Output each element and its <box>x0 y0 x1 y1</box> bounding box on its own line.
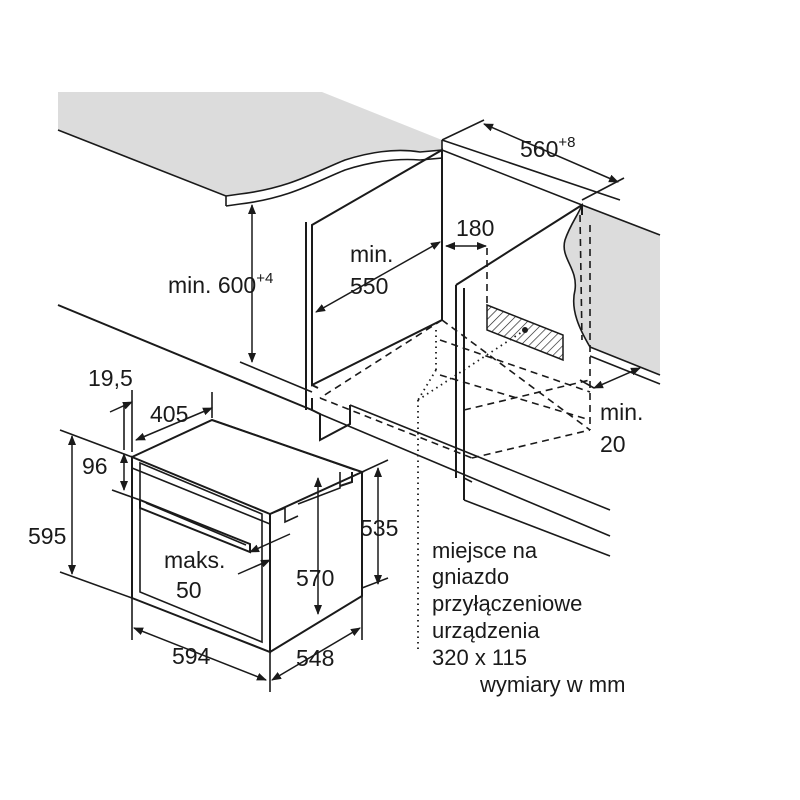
cabinet-height-label: min. 600+4 <box>168 270 273 298</box>
handle-label-line2: 50 <box>176 577 202 603</box>
oven-depth-label: 548 <box>296 645 334 671</box>
top-offset-label: 96 <box>82 453 108 479</box>
oven <box>131 418 365 654</box>
cabinet-depth-label-line1: min. <box>350 241 393 267</box>
front-depth-label: 405 <box>150 401 188 427</box>
oven-width-label: 594 <box>172 643 211 669</box>
socket-note-line: gniazdo <box>432 564 509 589</box>
cabinet-depth-label-line2: 550 <box>350 273 388 299</box>
socket-area <box>417 248 564 650</box>
body-height-label: 570 <box>296 565 334 591</box>
socket-offset-label: 180 <box>456 215 494 241</box>
side-height-label: 535 <box>360 515 398 541</box>
socket-note-line: miejsce na <box>432 538 538 563</box>
countertop-right <box>563 204 661 385</box>
oven-height-label: 595 <box>28 523 66 549</box>
dimension-lines <box>59 119 641 692</box>
socket-note-line: urządzenia <box>432 618 540 643</box>
socket-note-line: przyłączeniowe <box>432 591 582 616</box>
hidden-lines <box>319 214 591 459</box>
panel-thickness-label: 19,5 <box>88 365 133 391</box>
rear-gap-label-line2: 20 <box>600 431 626 457</box>
countertop <box>57 92 443 207</box>
socket-note: miejsce na gniazdo przyłączeniowe urządz… <box>432 538 582 670</box>
socket-note-line: 320 x 115 <box>432 645 527 670</box>
handle-label-line1: maks. <box>164 547 225 573</box>
units-note: wymiary w mm <box>479 672 625 697</box>
rear-gap-label-line1: min. <box>600 399 643 425</box>
niche-width-label: 560+8 <box>520 134 575 162</box>
